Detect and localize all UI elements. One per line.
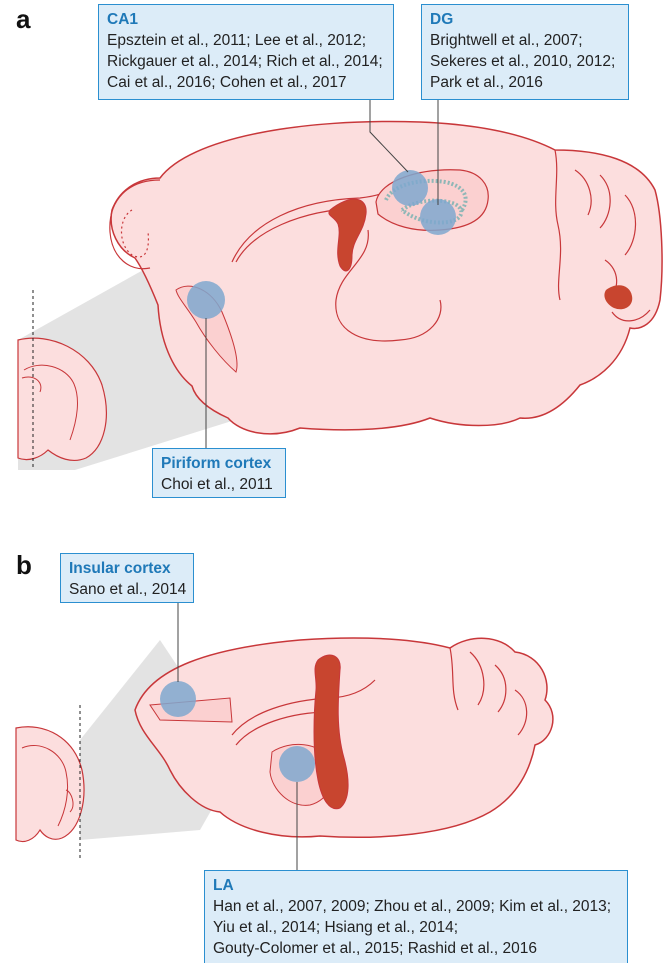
dg-citation-line: Park et al., 2016	[430, 72, 620, 93]
insular-citation-line: Sano et al., 2014	[69, 579, 185, 600]
la-citation-line: Gouty-Colomer et al., 2015; Rashid et al…	[213, 938, 619, 959]
piriform-citation-line: Choi et al., 2011	[161, 474, 277, 495]
dg-title: DG	[430, 9, 620, 30]
la-citation-line: Han et al., 2007, 2009; Zhou et al., 200…	[213, 896, 619, 917]
ca1-citation-line: Rickgauer et al., 2014; Rich et al., 201…	[107, 51, 385, 72]
insular-target-circle	[160, 681, 196, 717]
panel-b-coronal-section	[16, 727, 84, 842]
la-target-circle	[279, 746, 315, 782]
la-citation-line: Yiu et al., 2014; Hsiang et al., 2014;	[213, 917, 619, 938]
dg-citation-line: Brightwell et al., 2007;	[430, 30, 620, 51]
piriform-title: Piriform cortex	[161, 453, 277, 474]
panel-b-letter: b	[16, 552, 32, 578]
dg-citation-box: DG Brightwell et al., 2007; Sekeres et a…	[421, 4, 629, 100]
ca1-citation-box: CA1 Epsztein et al., 2011; Lee et al., 2…	[98, 4, 394, 100]
insular-citation-box: Insular cortex Sano et al., 2014	[60, 553, 194, 603]
la-citation-box: LA Han et al., 2007, 2009; Zhou et al., …	[204, 870, 628, 963]
insular-title: Insular cortex	[69, 558, 185, 579]
panel-a-diagram	[18, 100, 662, 470]
ca1-citation-line: Epsztein et al., 2011; Lee et al., 2012;	[107, 30, 385, 51]
piriform-target-circle	[187, 281, 225, 319]
piriform-citation-box: Piriform cortex Choi et al., 2011	[152, 448, 286, 498]
panel-a-sagittal-brain	[111, 121, 662, 433]
panel-b-diagram	[16, 597, 553, 870]
panel-a-letter: a	[16, 6, 30, 32]
ca1-target-circle	[392, 170, 428, 206]
dg-citation-line: Sekeres et al., 2010, 2012;	[430, 51, 620, 72]
la-title: LA	[213, 875, 619, 896]
ca1-citation-line: Cai et al., 2016; Cohen et al., 2017	[107, 72, 385, 93]
ca1-title: CA1	[107, 9, 385, 30]
